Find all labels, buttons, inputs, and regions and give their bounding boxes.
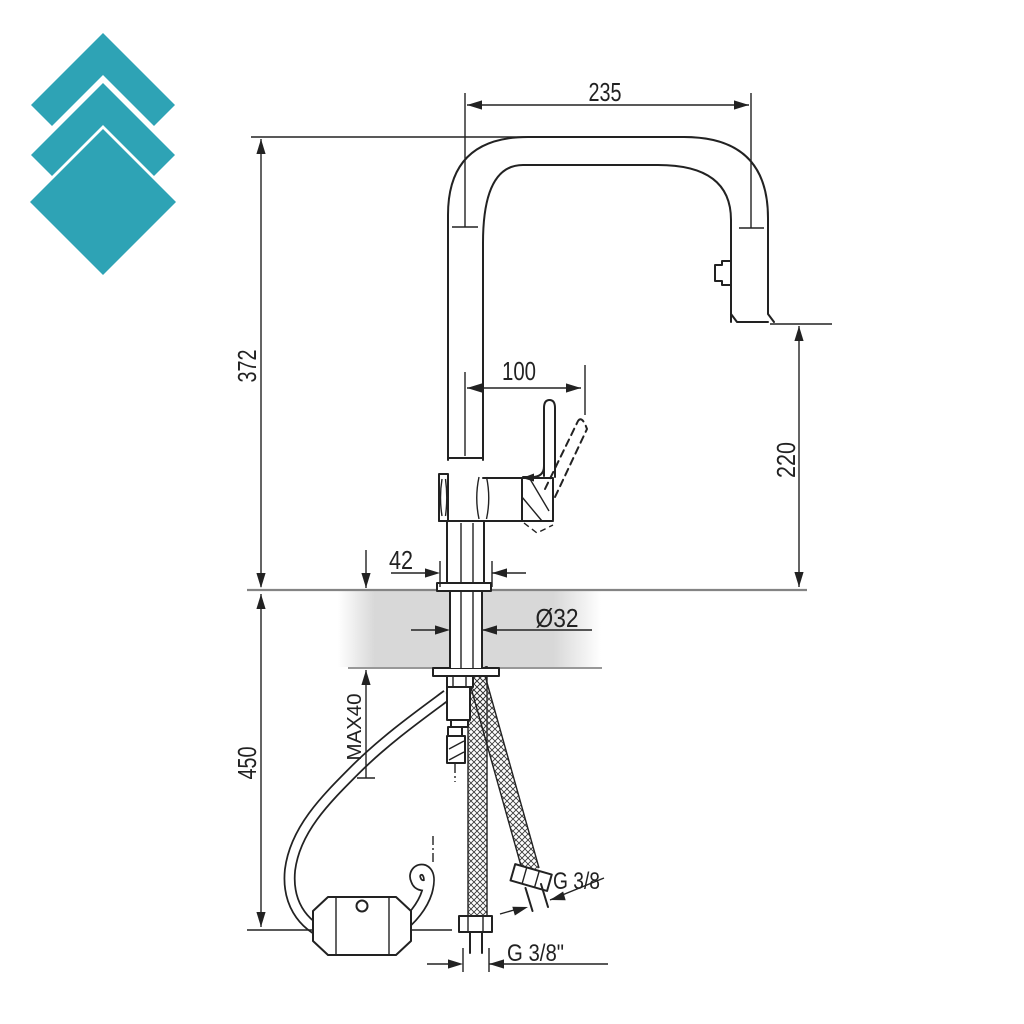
mounting-nut-flats <box>452 676 467 687</box>
angled-hose-thread-end <box>524 883 549 912</box>
logo-chevron-middle <box>31 83 175 176</box>
brand-logo <box>30 33 176 275</box>
dim-label-thread-straight: G 3/8" <box>507 940 564 967</box>
dimension-under-counter-depth: 450 <box>232 594 266 927</box>
cartridge-housing <box>438 477 554 522</box>
dimension-spout-reach: 235 <box>452 77 764 229</box>
dimension-outlet-height: 220 <box>770 323 832 587</box>
hose-counterweight <box>312 896 412 956</box>
faucet-shank <box>449 590 483 669</box>
base-flange <box>436 582 492 592</box>
spray-head-bottom <box>730 313 769 323</box>
connector-step <box>450 719 469 728</box>
dimension-deck-thickness: MAX40 <box>344 550 375 779</box>
lever-handle <box>543 399 556 478</box>
straight-hose-nut-flats <box>467 916 484 932</box>
braided-hose-angled <box>468 672 539 873</box>
dim-label-outlet-height: 220 <box>771 442 801 478</box>
faucet-body <box>436 136 775 592</box>
spray-head-clip <box>714 260 732 286</box>
spout-arch-outer <box>447 136 775 461</box>
counterweight-facets <box>335 897 390 955</box>
cartridge-wedge <box>521 478 550 522</box>
dimension-thread-angled: G 3/8 <box>499 868 605 916</box>
dim-label-hole-diameter: Ø32 <box>536 603 579 633</box>
spout-arch-inner <box>482 164 732 461</box>
dimension-base-width: 42 <box>389 545 526 587</box>
straight-hose-thread-end <box>469 931 483 954</box>
sleeve-arcs <box>439 478 448 517</box>
inner-hose-arcs <box>476 476 490 520</box>
handle-tip-dashed <box>523 522 554 534</box>
angled-hose-nut <box>509 863 553 892</box>
dim-label-thread-angled: G 3/8 <box>553 868 600 895</box>
dim-label-base-width: 42 <box>389 545 413 575</box>
quick-connect-marks <box>448 740 465 761</box>
dimension-hole-diameter: Ø32 <box>411 603 592 635</box>
dim-label-spout-height: 372 <box>232 350 262 383</box>
dim-label-handle-travel: 100 <box>502 356 536 386</box>
column-inner-hose <box>460 523 474 583</box>
countertop <box>247 588 807 669</box>
counterweight-screw <box>355 899 369 913</box>
supply-hoses <box>467 666 540 916</box>
dimensions: 235 372 100 220 42 <box>232 77 832 972</box>
braided-hose-angled-edges <box>467 671 540 874</box>
dimension-spout-height: 372 <box>232 136 528 588</box>
logo-diamond <box>30 129 176 275</box>
shank-body <box>450 591 482 668</box>
mounting-washer <box>432 667 500 677</box>
dimension-thread-straight: G 3/8" <box>427 940 608 972</box>
logo-chevron-top <box>31 33 175 126</box>
lever-foot-barb <box>522 473 534 482</box>
counterweight-body <box>312 896 412 956</box>
spout-outlet-sleeve <box>438 473 449 522</box>
connector-collar <box>447 726 463 737</box>
shank-inner-hose <box>460 591 474 668</box>
dim-label-deck-thickness: MAX40 <box>344 694 366 761</box>
dim-label-spout-reach: 235 <box>589 77 622 107</box>
under-counter-assembly <box>432 667 553 954</box>
dimension-handle-travel: 100 <box>464 356 586 456</box>
mounting-nut <box>446 675 474 688</box>
base-column <box>446 520 485 584</box>
lever-handle-alt-position <box>544 418 588 498</box>
straight-hose-nut <box>458 915 493 933</box>
connector-block <box>446 686 471 721</box>
dim-label-under-counter-depth: 450 <box>232 747 262 780</box>
